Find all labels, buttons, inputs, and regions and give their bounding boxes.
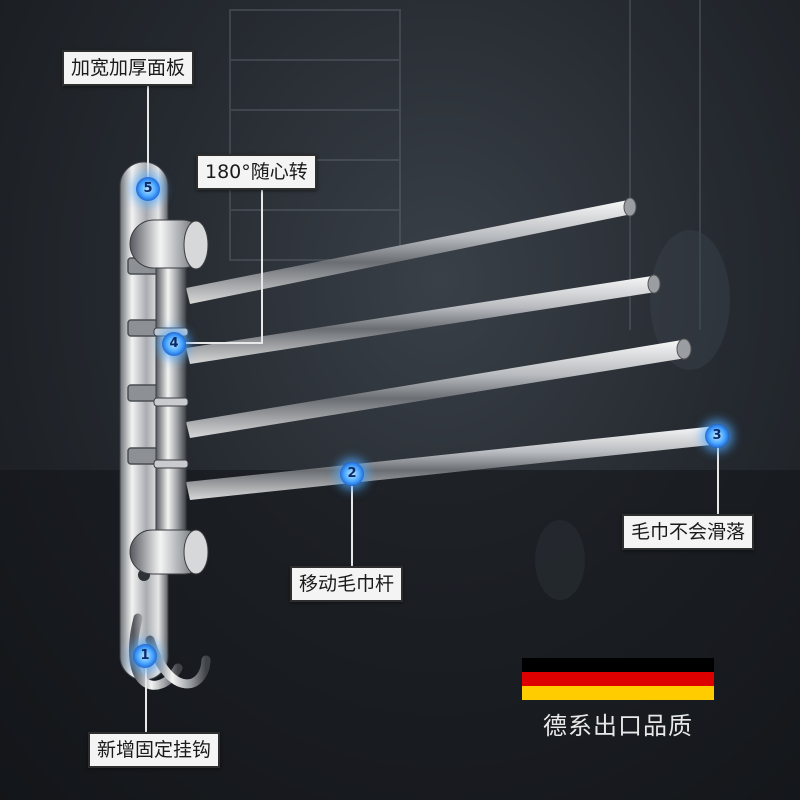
flag-stripe-gold — [522, 686, 714, 700]
double-hook — [129, 613, 211, 690]
flag-stripe-red — [522, 672, 714, 686]
marker-1: 1 — [133, 644, 157, 668]
towel-bars — [186, 197, 726, 500]
callout-hook: 新增固定挂钩 — [88, 732, 221, 768]
flag-stripe-black — [522, 658, 714, 672]
quality-badge-text: 德系出口品质 — [543, 712, 693, 740]
callout-movable-bar: 移动毛巾杆 — [290, 566, 404, 602]
pivot-post — [155, 244, 187, 546]
callout-no-slip: 毛巾不会滑落 — [622, 514, 755, 550]
marker-2: 2 — [340, 462, 364, 486]
marker-5: 5 — [136, 177, 160, 201]
callout-panel: 加宽加厚面板 — [62, 50, 195, 86]
marker-3: 3 — [705, 424, 729, 448]
marker-4: 4 — [162, 332, 186, 356]
callout-rotate: 180°随心转 — [196, 154, 317, 190]
